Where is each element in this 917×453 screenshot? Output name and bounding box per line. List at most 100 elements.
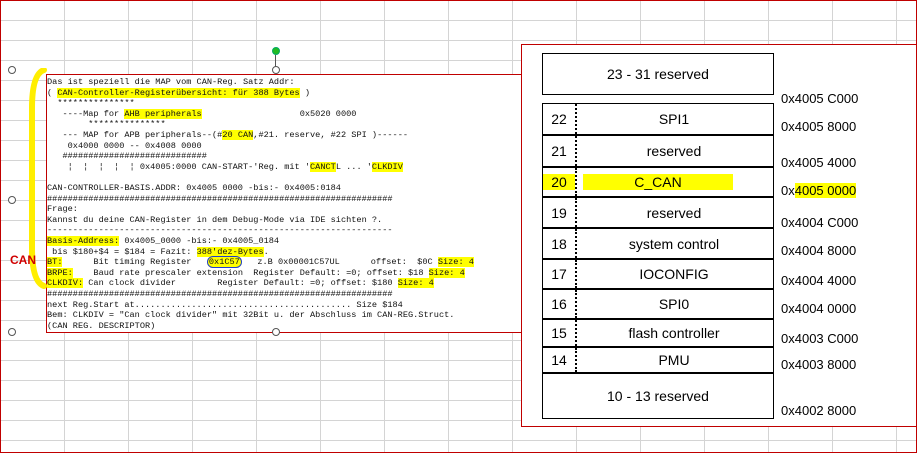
text-segment: ----------------------------------------… — [47, 225, 393, 236]
text-segment: BT: — [47, 257, 63, 268]
text-line: Bem: CLKDIV = "Can clock divider" mit 32… — [47, 310, 454, 321]
text-segment: Size: 4 — [437, 257, 474, 268]
text-line: next Reg.Start at.......................… — [47, 300, 403, 311]
text-segment: CLKDIV — [371, 161, 403, 172]
address-label: 0x4004 0000 — [781, 301, 857, 316]
text-line: ############################ — [47, 151, 206, 162]
text-segment: Bit timing Register — [62, 257, 207, 268]
rotate-handle[interactable] — [272, 47, 280, 55]
address-label: 0x4005 8000 — [781, 119, 857, 134]
text-segment: 0x5020 0000 — [201, 108, 357, 119]
text-segment: CAN-Controller-Registerübersicht: für 38… — [57, 87, 300, 98]
text-segment: z.B 0x00001C57UL offset: $0C — [241, 257, 438, 268]
resize-handle-bm[interactable] — [272, 328, 280, 336]
resize-handle-ml[interactable] — [8, 196, 16, 204]
memory-block: 21 reserved — [542, 135, 774, 167]
block-name: SPI1 — [658, 111, 690, 127]
text-segment: ########################################… — [47, 289, 393, 299]
text-line: Kannst du deine CAN-Register in dem Debu… — [47, 215, 382, 226]
block-name: SPI0 — [658, 296, 690, 312]
text-segment: 20 CAN — [222, 130, 254, 140]
text-line: ########################################… — [47, 194, 393, 205]
text-line: ########################################… — [47, 289, 393, 300]
address-label: 0x4002 8000 — [781, 403, 857, 418]
block-name: IOCONFIG — [639, 266, 709, 282]
text-segment: Size: 4 — [428, 267, 465, 278]
block-number: 15 — [551, 325, 567, 341]
text-line: BT: Bit timing Register 0x1C57 z.B 0x000… — [47, 256, 474, 269]
address-label: 0x4003 C000 — [781, 331, 859, 346]
text-segment: Bem: CLKDIV = "Can clock divider" mit 32… — [47, 310, 455, 321]
dotted-divider — [575, 348, 577, 372]
text-segment: ( — [47, 87, 58, 98]
text-segment: *************** — [47, 119, 166, 130]
text-segment: 0x4000 0000 -- 0x4008 0000 — [47, 140, 202, 151]
text-segment: CANCT — [310, 161, 336, 172]
text-segment: Size: 4 — [397, 278, 434, 289]
block-name: reserved — [646, 204, 702, 221]
text-segment: next Reg.Start at.......................… — [47, 299, 403, 310]
text-segment: Can clock divider Register Default: =0; … — [83, 278, 398, 289]
text-line: ----------------------------------------… — [47, 225, 393, 236]
block-name: 10 - 13 reserved — [607, 388, 709, 404]
text-line: Basis-Address: 0x4005_0000 -bis:- 0x4005… — [47, 236, 279, 247]
memory-block: 23 - 31 reserved — [542, 53, 774, 95]
text-line: CLKDIV: Can clock divider Register Defau… — [47, 278, 434, 289]
text-line: CAN-CONTROLLER-BASIS.ADDR: 0x4005 0000 -… — [47, 183, 341, 194]
text-segment: Basis-Address: — [47, 236, 120, 246]
dotted-divider — [575, 290, 577, 318]
resize-handle-tl[interactable] — [8, 66, 16, 74]
text-segment: *************** — [47, 98, 135, 109]
text-line: ( CAN-Controller-Registerübersicht: für … — [47, 87, 311, 99]
block-number: 17 — [551, 266, 567, 282]
text-line: *************** — [47, 119, 166, 130]
memory-block: 10 - 13 reserved — [542, 373, 774, 419]
text-segment: ,#21. reserve, #22 SPI )------ — [253, 130, 409, 140]
memory-block: 18 system control — [542, 228, 774, 259]
address-label: 0x4005 C000 — [781, 91, 859, 106]
text-segment: AHB peripherals — [124, 108, 202, 119]
memory-block: 22 SPI1 — [542, 103, 774, 135]
dotted-divider — [575, 168, 577, 196]
text-segment: . — [263, 246, 269, 257]
dotted-divider — [575, 104, 577, 134]
block-number: 21 — [551, 143, 567, 159]
block-number: 22 — [551, 111, 567, 127]
text-segment: (CAN REG. DESCRIPTOR) — [47, 320, 156, 331]
text-line: Frage: — [47, 204, 78, 215]
block-name: reserved — [646, 143, 702, 159]
resize-handle-tm[interactable] — [272, 66, 280, 74]
text-segment: 0x1C57 — [206, 256, 242, 269]
address-label: 0x4004 4000 — [781, 273, 857, 288]
address-label: 0x4004 C000 — [781, 215, 859, 230]
text-segment: ¦ ¦ ¦ ¦ ¦ 0x4005:0000 CAN-START-'Reg. mi… — [47, 161, 311, 172]
text-line: 0x4000 0000 -- 0x4008 0000 — [47, 141, 202, 152]
text-line: *************** — [47, 98, 135, 109]
address-highlight: 4005 0000 — [794, 183, 857, 198]
address-label: 0x4005 4000 — [781, 155, 857, 170]
text-segment: Frage: — [47, 204, 78, 215]
block-number: 18 — [551, 235, 567, 252]
yellow-bracket-annotation — [29, 68, 47, 289]
address-prefix: 0x — [781, 183, 795, 198]
text-segment: 388'dez-Bytes — [196, 246, 264, 257]
text-segment: --- MAP for APB peripherals--(# — [47, 130, 223, 140]
block-number: 19 — [551, 204, 567, 221]
can-annotation: CAN — [10, 253, 36, 267]
memory-block: 17 IOCONFIG — [542, 259, 774, 289]
text-segment: ) — [299, 87, 311, 98]
text-segment: CAN-CONTROLLER-BASIS.ADDR: 0x4005 0000 -… — [47, 183, 341, 193]
pasted-text-image[interactable]: Das ist speziell die MAP vom CAN-Reg. Sa… — [46, 74, 542, 333]
rotate-stem — [275, 55, 276, 67]
text-segment: Baud rate prescaler extension Register D… — [72, 267, 429, 278]
text-line: (CAN REG. DESCRIPTOR) — [47, 321, 155, 332]
resize-handle-bl[interactable] — [8, 328, 16, 336]
block-name: PMU — [658, 352, 690, 368]
block-number: 20 — [543, 174, 575, 190]
dotted-divider — [575, 229, 577, 258]
block-name: system control — [628, 235, 720, 252]
text-line: Das ist speziell die MAP vom CAN-Reg. Sa… — [47, 77, 295, 88]
